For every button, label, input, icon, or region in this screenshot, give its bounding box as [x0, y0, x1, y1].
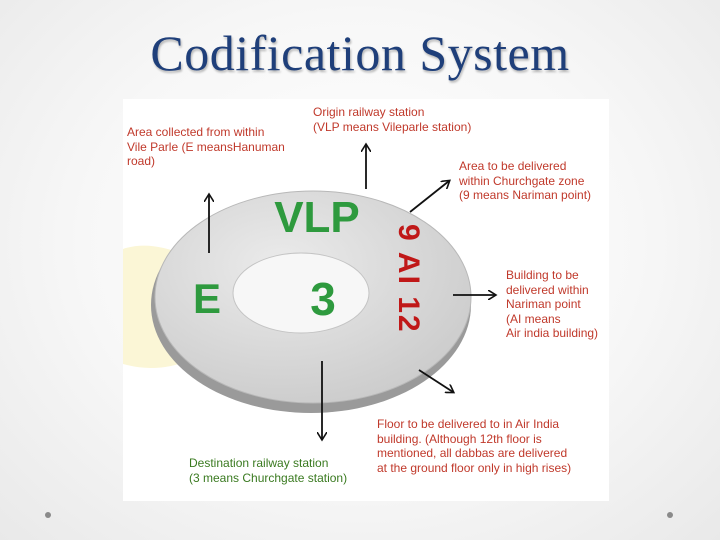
note-line: Nariman point [506, 297, 581, 311]
note-line: road) [127, 154, 156, 168]
note-line: (VLP means Vileparle station) [313, 119, 472, 134]
note-line: Building to be [506, 268, 579, 282]
note-line: Area collected from within [127, 125, 265, 139]
code-destination-station: 3 [310, 273, 336, 325]
note-building: Building to be delivered within Nariman … [506, 268, 598, 341]
arrow-floor [418, 369, 453, 392]
arrow-area-delivered [409, 181, 449, 213]
note-area-delivered: Area to be delivered within Churchgate z… [459, 159, 591, 203]
inner-ring [232, 252, 370, 334]
slide-title: Codification System [150, 25, 570, 81]
code-delivery-route: 9 AI 12 [392, 224, 425, 334]
note-line: mentioned, all dabbas are delivered [377, 446, 568, 460]
note-line: Floor to be delivered to in Air India [377, 417, 560, 431]
note-floor: Floor to be delivered to in Air India bu… [377, 417, 571, 475]
note-line: Air india building) [506, 326, 599, 340]
note-line: (9 means Nariman point) [459, 188, 592, 202]
nav-dot-icon[interactable] [667, 512, 673, 518]
note-line: delivered within [506, 282, 589, 297]
diagram-canvas: VLP E 3 9 AI 12 [123, 99, 609, 501]
note-destination: Destination railway station (3 means Chu… [189, 456, 347, 485]
note-origin: Origin railway station (VLP means Vilepa… [313, 105, 471, 134]
note-line: Destination railway station [189, 456, 329, 470]
code-origin-station: VLP [274, 193, 360, 242]
codification-diagram: VLP E 3 9 AI 12 Origin railway station (… [123, 99, 609, 501]
note-line: Origin railway station [313, 105, 425, 119]
note-area-collected: Area collected from within Vile Parle (E… [127, 125, 285, 169]
note-line: Vile Parle (E meansHanuman [127, 139, 285, 154]
nav-dot-icon[interactable] [45, 512, 51, 518]
note-line: building. (Although 12th floor is [377, 431, 542, 446]
code-area-collected: E [193, 275, 221, 322]
note-line: (3 means Churchgate station) [189, 470, 348, 485]
note-line: at the ground floor only in high rises) [377, 460, 572, 475]
note-line: (AI means [506, 311, 561, 326]
note-line: Area to be delivered [459, 159, 567, 173]
note-line: within Churchgate zone [459, 173, 585, 188]
